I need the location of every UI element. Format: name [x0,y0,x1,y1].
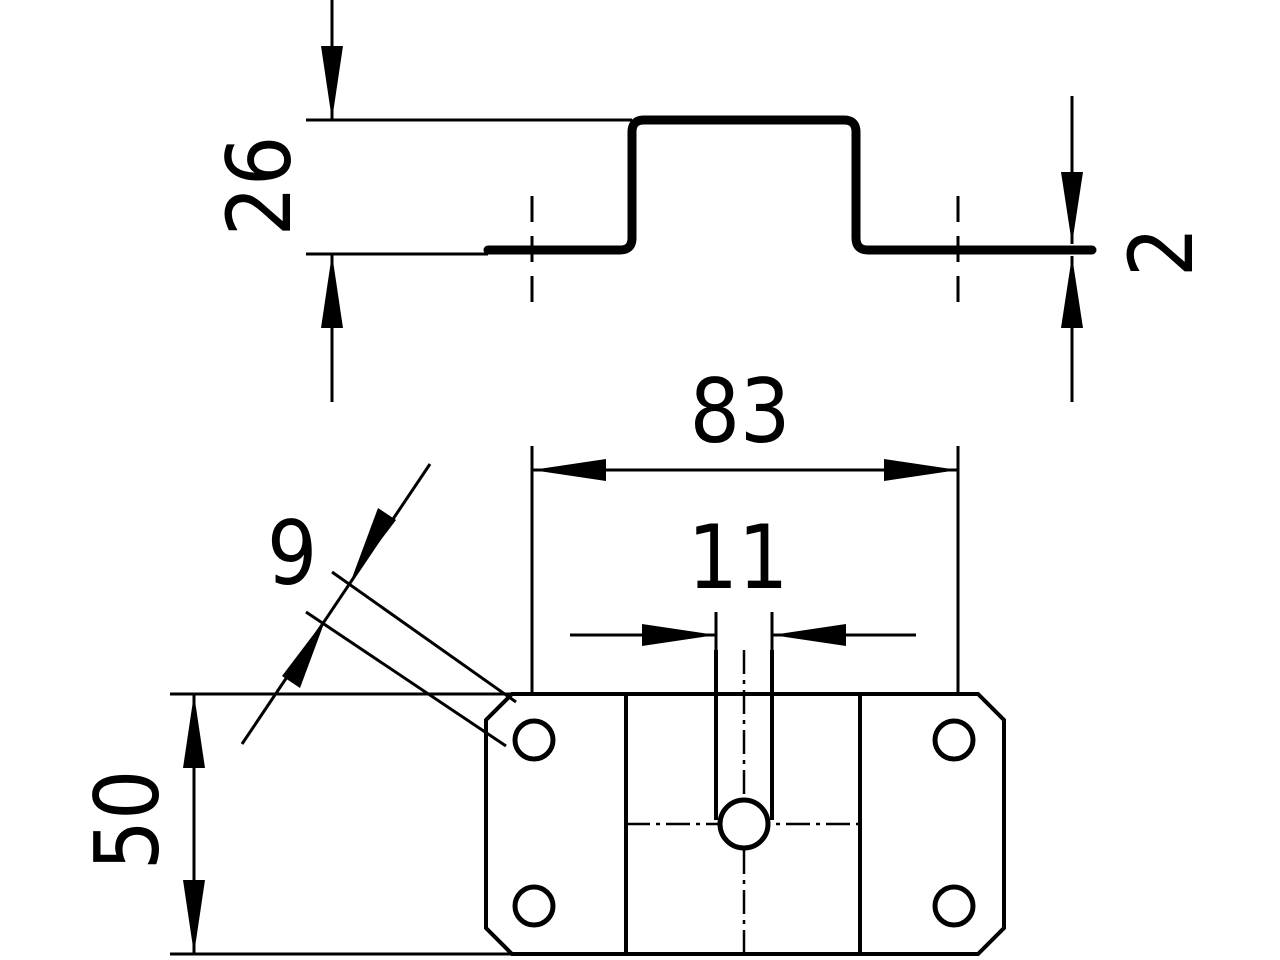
dimension-label-2: 2 [1110,227,1213,277]
center-slot [714,650,774,820]
hole-top-left [512,718,556,762]
hole-center-slot [717,797,771,851]
side-view: 26 2 [208,0,1213,402]
arrow-26-bottom [321,254,343,328]
dimension-label-26: 26 [208,136,311,237]
dimension-9: 9 [240,463,517,748]
arrow-9-lower [282,618,326,688]
arrow-9-upper [352,508,396,578]
arrow-11-left [642,624,716,646]
arrow-50-top [183,694,205,768]
dimension-label-50: 50 [76,770,179,871]
dimension-83: 83 [530,360,960,694]
arrow-83-left [532,459,606,481]
bracket-profile [483,115,1097,255]
hole-bottom-left [512,884,556,928]
dimension-label-83: 83 [690,360,791,463]
arrow-11-right [772,624,846,646]
front-view: 50 [76,650,1006,956]
dimension-label-9: 9 [267,502,317,605]
extension-line-9-upper [331,570,517,704]
dimension-line-9 [240,463,432,745]
arrow-83-right [884,459,958,481]
arrow-26-top [321,46,343,120]
dimension-label-11: 11 [688,506,789,609]
bracket-plate-outline [484,692,1006,956]
hole-bottom-right [932,884,976,928]
arrow-2-top [1061,172,1083,244]
arrow-50-bottom [183,880,205,954]
arrow-2-bottom [1061,256,1083,328]
hole-top-right [932,718,976,762]
extension-line-9-lower [305,610,507,748]
